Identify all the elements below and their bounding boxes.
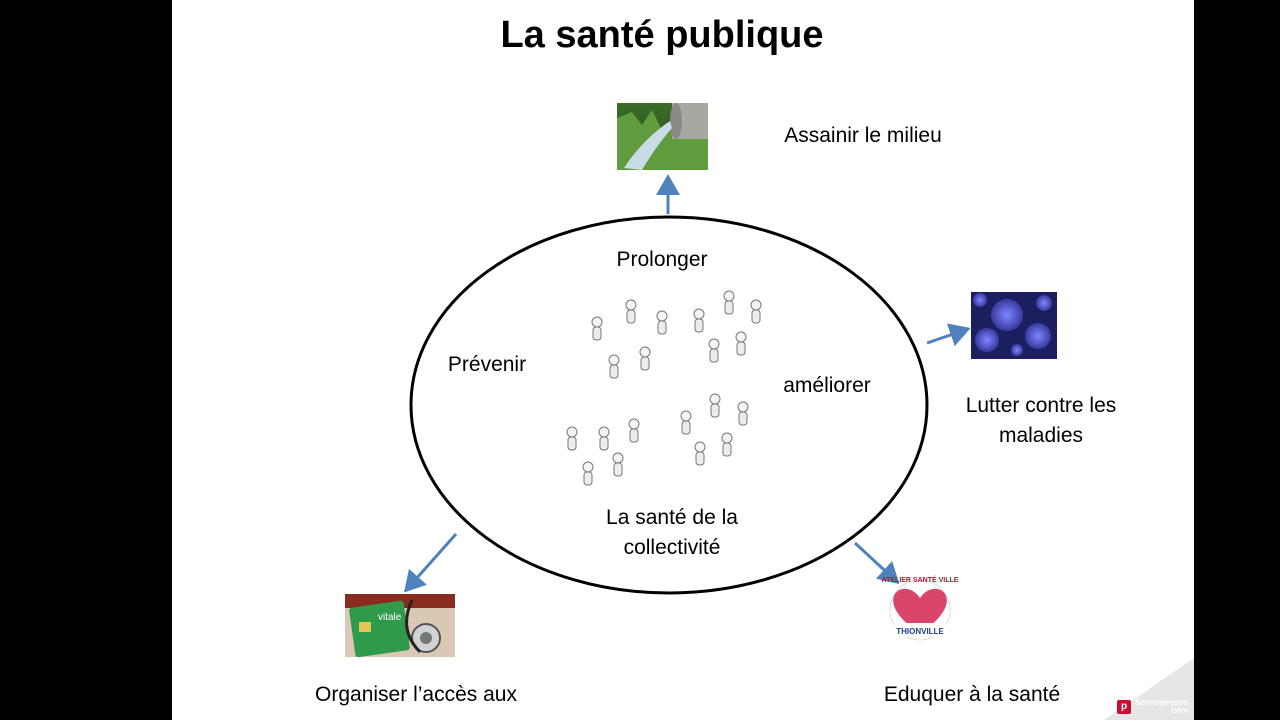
person-figure-icon	[656, 310, 668, 335]
person-figure-icon	[628, 418, 640, 443]
person-figure-icon	[721, 432, 733, 457]
atelier-sante-ville-logo	[889, 579, 951, 641]
arrow-right	[926, 323, 971, 347]
label-prevenir: Prévenir	[447, 353, 527, 376]
label-prolonger: Prolonger	[616, 248, 708, 271]
arrow-down-left	[404, 533, 458, 593]
person-figure-icon	[709, 393, 721, 418]
label-assainir: Assainir le milieu	[784, 124, 942, 147]
virus-microbes-image	[971, 292, 1057, 359]
person-figure-icon	[735, 331, 747, 356]
label-eduquer: Eduquer à la santé	[883, 683, 1061, 706]
person-figure-icon	[694, 441, 706, 466]
arrow-down-right	[853, 541, 900, 585]
label-lutter-line2: maladies	[998, 424, 1084, 447]
svg-text:vitale: vitale	[378, 612, 402, 623]
label-lutter-line1: Lutter contre les	[965, 394, 1117, 417]
person-figure-icon	[582, 461, 594, 486]
carte-vitale-stethoscope-photo: vitale	[345, 594, 455, 658]
slide: La santé publique	[172, 0, 1194, 720]
label-ameliorer: améliorer	[783, 374, 871, 397]
label-collectivite-line1: La santé de la	[606, 506, 738, 529]
screenpresso-watermark: p Screenpresso .com	[1117, 698, 1188, 716]
person-figure-icon	[693, 308, 705, 333]
person-figure-icon	[591, 316, 603, 341]
logo-city-text: THIONVILLE	[896, 627, 944, 636]
watermark-domain: .com	[1169, 706, 1188, 715]
water-pipe-grass-photo	[617, 103, 708, 170]
person-figure-icon	[680, 410, 692, 435]
screenpresso-logo-icon: p	[1117, 700, 1132, 714]
diagram: vitale ATELIER SANTÉ VILLE THIONVILLE	[345, 103, 1057, 658]
watermark-brand: Screenpresso	[1135, 698, 1188, 707]
person-figure-icon	[750, 299, 762, 324]
slide-title: La santé publique	[500, 14, 824, 56]
person-figure-icon	[723, 290, 735, 315]
person-figure-icon	[598, 426, 610, 451]
person-figure-icon	[608, 354, 620, 379]
collectivity-ellipse	[409, 215, 929, 595]
person-figure-icon	[625, 299, 637, 324]
population-figures	[566, 290, 762, 486]
label-organiser: Organiser l’accès aux	[315, 683, 517, 706]
label-collectivite-line2: collectivité	[623, 536, 721, 559]
person-figure-icon	[639, 346, 651, 371]
person-figure-icon	[737, 401, 749, 426]
person-figure-icon	[708, 338, 720, 363]
person-figure-icon	[566, 426, 578, 451]
person-figure-icon	[612, 452, 624, 477]
logo-arc-text: ATELIER SANTÉ VILLE	[882, 575, 959, 584]
